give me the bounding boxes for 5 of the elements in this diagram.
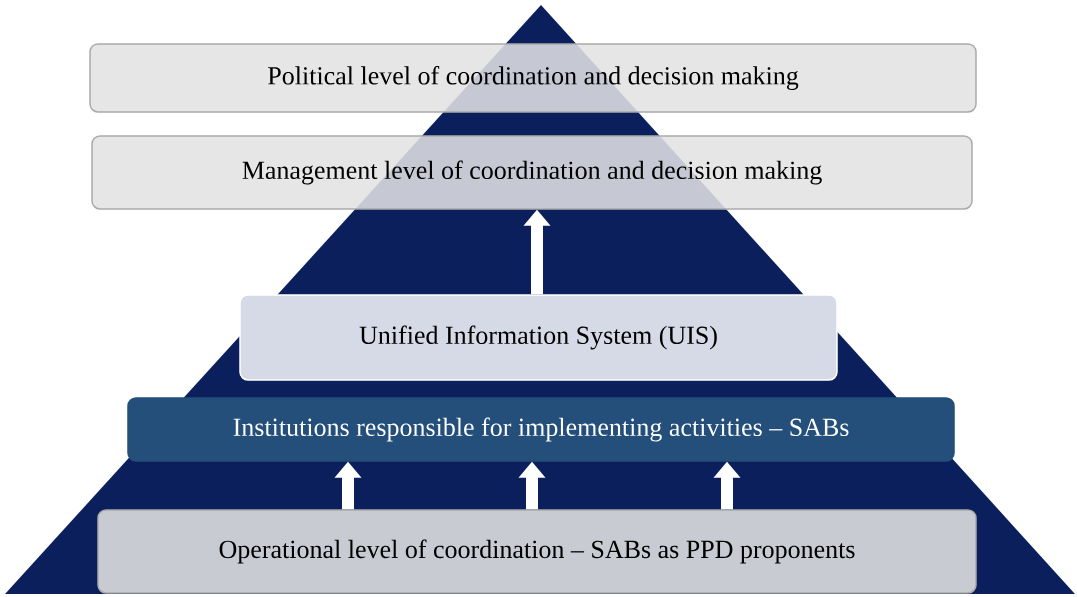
level-box: Unified Information System (UIS)	[239, 294, 838, 381]
level-box: Institutions responsible for implementing activities – SABs	[127, 397, 955, 462]
level-box: Political level of coordination and decision making	[89, 43, 977, 113]
level-box: Operational level of coordination – SABs as PPD proponents	[97, 509, 977, 594]
level-box: Management level of coordination and decision making	[91, 135, 973, 210]
